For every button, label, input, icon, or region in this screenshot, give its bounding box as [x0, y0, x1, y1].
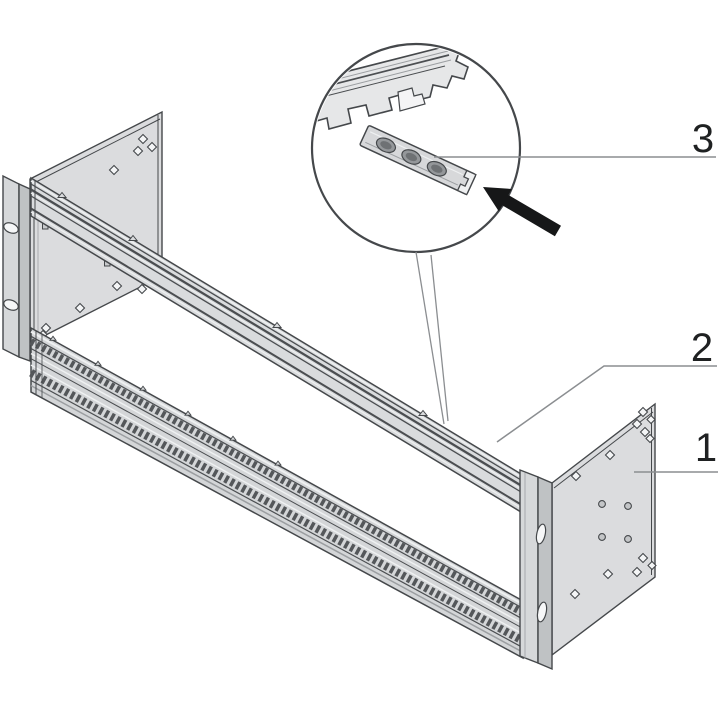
- callouts: 3 2 1: [434, 117, 718, 473]
- left-mounting-flange: [2, 174, 31, 362]
- detail-pointer-lines: [415, 251, 449, 425]
- right-flange-face: [519, 468, 539, 665]
- insertion-arrow-icon: [483, 187, 561, 237]
- left-panel-diamond-holes: [38, 133, 158, 340]
- right-panel-round-holes: [598, 500, 632, 543]
- left-flange-slot-holes: [3, 222, 19, 311]
- callout-2-leader: [496, 365, 717, 443]
- top-rail-fixing-tabs: [56, 191, 429, 416]
- right-mounting-flange: [519, 468, 553, 671]
- extrusion-t-slot: [397, 87, 426, 112]
- right-flange-slot-holes: [535, 523, 548, 623]
- perforation-row-upper: [29, 338, 525, 617]
- callout-2-label: 2: [691, 326, 713, 370]
- left-flange-fold: [18, 182, 31, 362]
- callout-3-label: 3: [692, 117, 714, 161]
- insert-strip-holes: [375, 137, 447, 177]
- right-panel-diamond-holes: [569, 406, 657, 600]
- right-side-panel: [551, 402, 657, 657]
- right-panel-face: [551, 402, 656, 657]
- left-flange-face: [2, 174, 20, 359]
- extrusion-profile: [314, 46, 469, 131]
- callout-1-label: 1: [695, 426, 717, 470]
- right-flange-fold: [537, 475, 553, 671]
- bottom-front-rail: [29, 326, 525, 660]
- perforation-row-lower: [29, 369, 525, 645]
- insert-strip-end-profile: [456, 169, 477, 196]
- detail-zoom-circle: [310, 42, 561, 254]
- bottom-rail-teeth: [49, 335, 282, 466]
- threaded-insert-strip: [359, 125, 477, 196]
